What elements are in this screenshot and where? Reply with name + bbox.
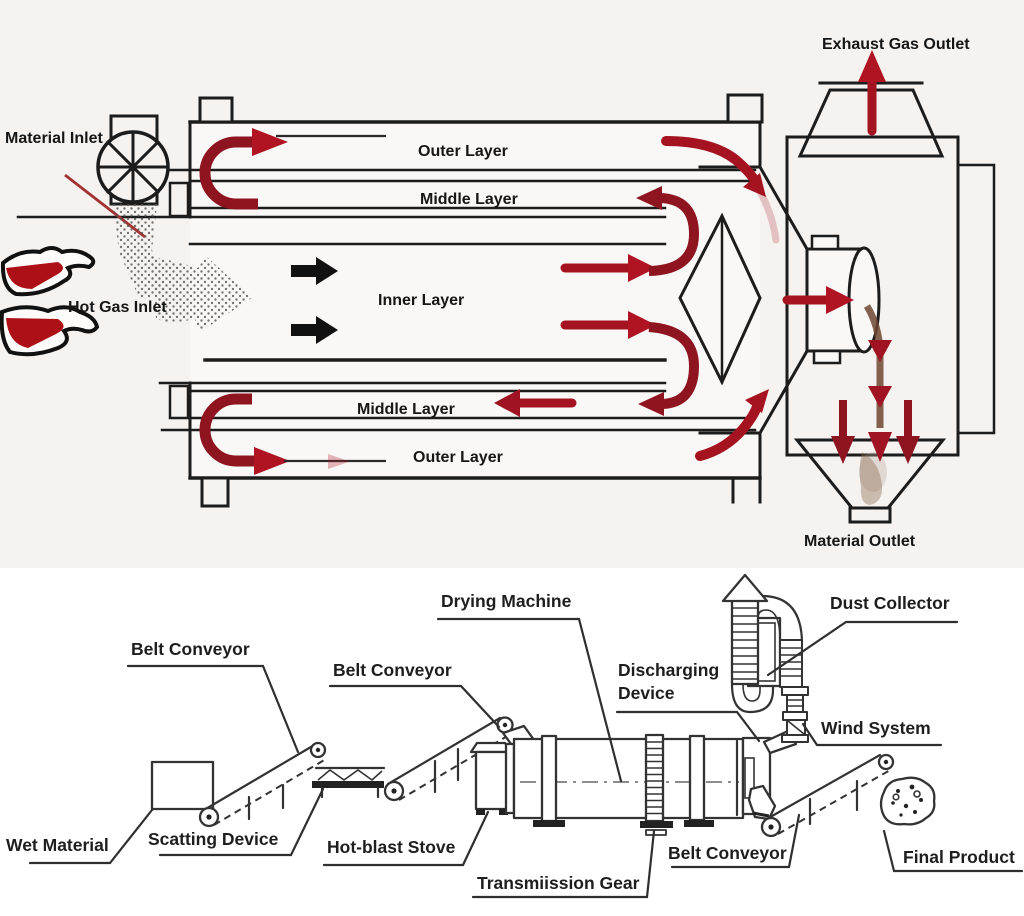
transmission-gear-band bbox=[640, 733, 673, 836]
label-leader-lines bbox=[28, 617, 1024, 899]
outer-layer-top-label: Outer Layer bbox=[418, 143, 508, 160]
drum-end-cone bbox=[678, 212, 762, 386]
belt-conveyor-3-label: Belt Conveyor bbox=[668, 843, 787, 863]
middle-layer-top-label: Middle Layer bbox=[420, 191, 518, 208]
chimney bbox=[730, 598, 760, 686]
wind-system-device bbox=[781, 686, 809, 743]
gas-flow-arrows bbox=[199, 50, 920, 475]
drying-machine-label: Drying Machine bbox=[441, 591, 572, 611]
riding-ring-2 bbox=[688, 734, 706, 822]
discharging-device-label-line2: Device bbox=[618, 683, 675, 703]
transmission-gear-label: Transmiission Gear bbox=[477, 873, 640, 893]
fan-spokes bbox=[96, 130, 170, 204]
belt-conveyor-3 bbox=[760, 753, 895, 838]
belt-conveyor-1-label: Belt Conveyor bbox=[131, 639, 250, 659]
material-inlet-label: Material Inlet bbox=[5, 130, 103, 147]
drum-stub-top-right bbox=[726, 93, 764, 124]
belt-conveyor-2-label: Belt Conveyor bbox=[333, 660, 452, 680]
inner-layer-label: Inner Layer bbox=[378, 292, 464, 309]
scatting-device-label: Scatting Device bbox=[148, 829, 279, 849]
outlet-pipe bbox=[805, 234, 881, 365]
wet-material-block bbox=[150, 760, 215, 811]
belt-conveyor-2 bbox=[383, 716, 514, 802]
final-product-blob bbox=[879, 776, 936, 826]
wet-material-label: Wet Material bbox=[6, 835, 109, 855]
drying-machine-drum bbox=[501, 724, 798, 836]
burner-flames-icon bbox=[0, 246, 100, 357]
riding-ring-1 bbox=[540, 734, 558, 823]
outer-layer-bottom-label: Outer Layer bbox=[413, 449, 503, 466]
discharging-device-label-line1: Discharging bbox=[618, 660, 719, 680]
drum-body bbox=[190, 122, 760, 478]
chimney-arrow-cap bbox=[721, 573, 769, 603]
feed-assembly bbox=[64, 114, 252, 332]
dust-collector-label: Dust Collector bbox=[830, 593, 950, 613]
middle-layer-bottom-label: Middle Layer bbox=[357, 401, 455, 418]
drum-foot-left bbox=[200, 476, 230, 508]
drum-foot-right bbox=[731, 476, 762, 504]
falling-material-hatch bbox=[113, 204, 252, 332]
dryer-drum bbox=[16, 93, 810, 508]
drum-stub-top-left bbox=[198, 96, 234, 124]
belt-conveyor-1 bbox=[198, 741, 327, 828]
u-bend bbox=[730, 682, 775, 714]
process-flow-diagram: Belt Conveyor Belt Conveyor Wet Material… bbox=[0, 568, 1024, 916]
wind-system-label: Wind System bbox=[821, 718, 931, 738]
exhaust-up-arrow bbox=[858, 50, 886, 82]
final-product-label: Final Product bbox=[903, 847, 1015, 867]
hot-gas-arrows bbox=[291, 257, 338, 344]
hot-blast-stove bbox=[469, 741, 513, 815]
exhaust-gas-outlet-label: Exhaust Gas Outlet bbox=[822, 36, 970, 53]
dryer-cross-section: Material Inlet Hot Gas Inlet Outer Layer… bbox=[0, 0, 1024, 568]
hot-blast-stove-label: Hot-blast Stove bbox=[327, 837, 456, 857]
material-outlet-label: Material Outlet bbox=[804, 533, 916, 550]
hot-gas-inlet-label: Hot Gas Inlet bbox=[68, 299, 167, 316]
